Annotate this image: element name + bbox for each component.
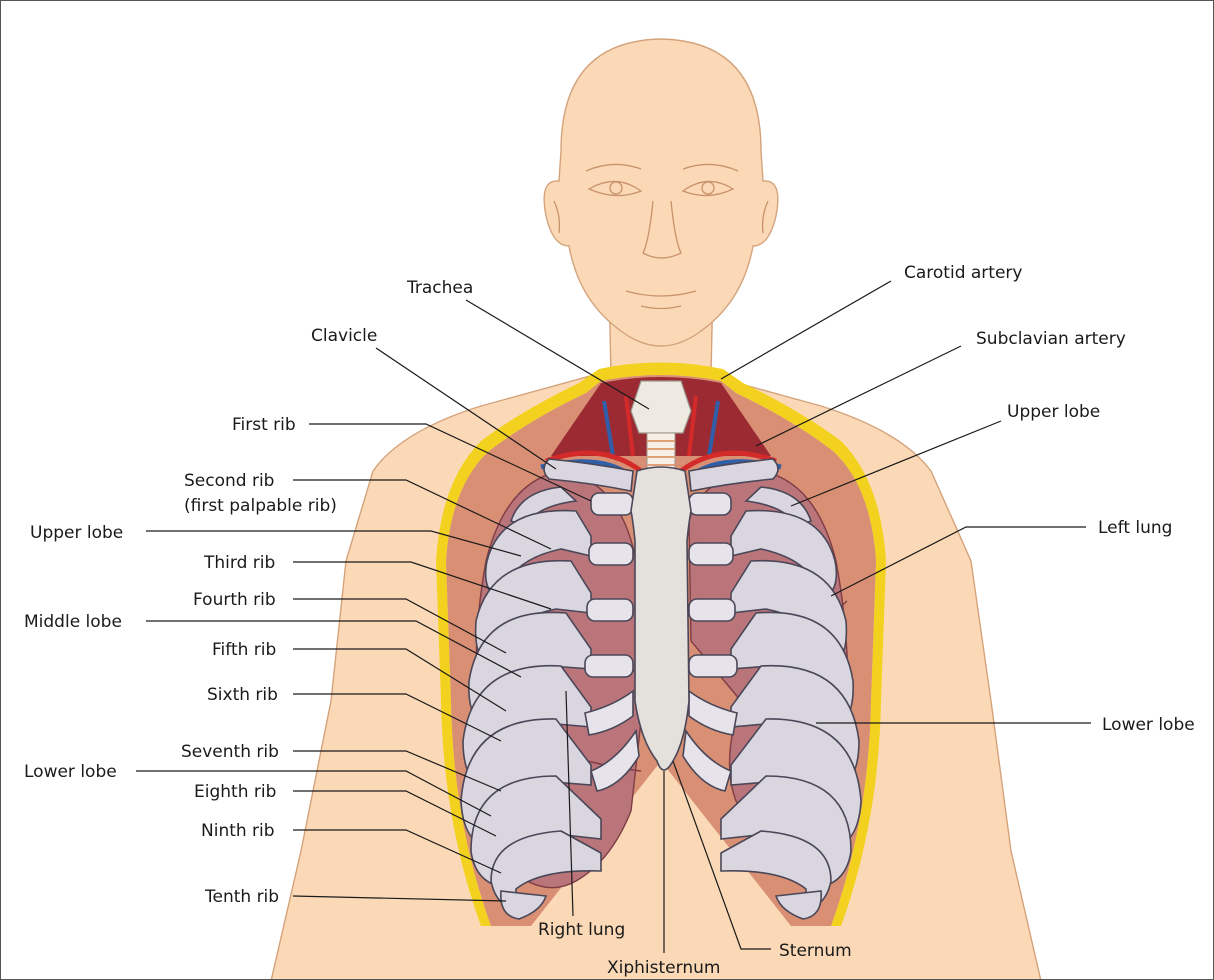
label-subclavian-artery: Subclavian artery bbox=[976, 329, 1126, 349]
label-xiphisternum: Xiphisternum bbox=[607, 958, 720, 978]
label-lower-lobe-left: Lower lobe bbox=[1102, 715, 1195, 735]
label-clavicle: Clavicle bbox=[311, 326, 377, 346]
label-sixth-rib: Sixth rib bbox=[207, 685, 278, 705]
label-fourth-rib: Fourth rib bbox=[193, 590, 276, 610]
label-lower-lobe-right: Lower lobe bbox=[24, 762, 117, 782]
larynx bbox=[631, 381, 691, 433]
leader-carotid bbox=[721, 281, 891, 379]
label-middle-lobe: Middle lobe bbox=[24, 612, 122, 632]
sternum bbox=[631, 467, 691, 770]
head bbox=[544, 39, 778, 346]
label-sternum: Sternum bbox=[779, 941, 852, 961]
label-carotid-artery: Carotid artery bbox=[904, 263, 1022, 283]
label-left-lung: Left lung bbox=[1098, 518, 1172, 538]
label-upper-lobe-left: Upper lobe bbox=[1007, 402, 1100, 422]
label-tenth-rib: Tenth rib bbox=[204, 887, 279, 907]
label-fifth-rib: Fifth rib bbox=[212, 640, 276, 660]
label-trachea: Trachea bbox=[406, 278, 473, 298]
label-second-rib: Second rib bbox=[184, 471, 274, 491]
label-third-rib: Third rib bbox=[203, 553, 275, 573]
label-right-lung: Right lung bbox=[538, 920, 625, 940]
label-upper-lobe-right: Upper lobe bbox=[30, 523, 123, 543]
label-second-rib-note: (first palpable rib) bbox=[184, 496, 337, 516]
label-eighth-rib: Eighth rib bbox=[194, 782, 276, 802]
label-first-rib: First rib bbox=[232, 415, 296, 435]
label-seventh-rib: Seventh rib bbox=[181, 742, 279, 762]
label-ninth-rib: Ninth rib bbox=[201, 821, 275, 841]
